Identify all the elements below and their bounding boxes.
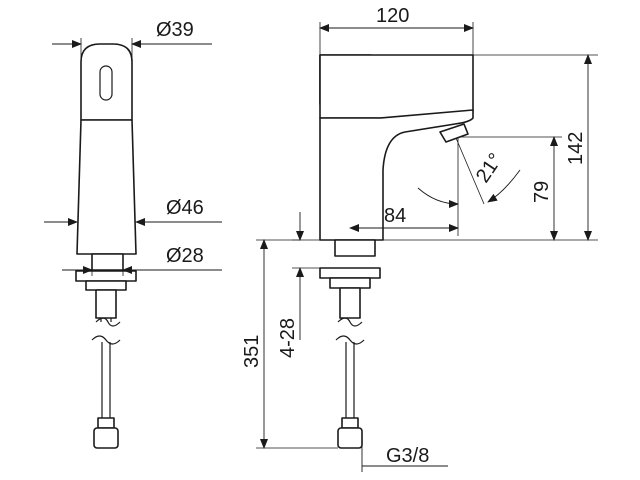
front-washer [85, 280, 127, 291]
side-washer [329, 277, 371, 289]
label-connector: G3/8 [386, 445, 429, 467]
label-body-diameter: Ø46 [166, 197, 204, 219]
front-view [75, 43, 137, 449]
front-dimensions: Ø39 Ø46 Ø28 [44, 19, 222, 276]
front-hose-lower [101, 342, 111, 420]
front-nut [75, 270, 137, 282]
front-lever-slot [99, 65, 113, 101]
side-connector [337, 427, 363, 449]
side-connector-collar [341, 417, 359, 429]
side-view [319, 54, 474, 449]
side-base-plate [334, 239, 376, 257]
label-total-length: 351 [241, 335, 263, 368]
side-spout [319, 109, 474, 241]
label-top-diameter: Ø39 [156, 19, 194, 41]
front-body [76, 119, 137, 255]
front-thread [95, 289, 117, 319]
side-upper-body [319, 54, 474, 119]
label-angle: 21° [472, 149, 507, 186]
front-connector [93, 427, 119, 449]
label-thickness-range: 4-28 [277, 318, 299, 358]
side-nut [319, 267, 381, 279]
label-width: 120 [376, 5, 409, 27]
label-spout-height: 79 [531, 181, 553, 203]
side-hose-lower [345, 342, 355, 420]
front-lever [80, 43, 133, 121]
front-base-plate [91, 253, 124, 271]
side-hose-break [335, 317, 365, 345]
side-aerator [439, 123, 469, 143]
label-total-height: 142 [565, 132, 587, 165]
side-thread [339, 287, 361, 319]
dim-arc-angle [417, 187, 459, 208]
label-spout-reach: 84 [384, 205, 406, 227]
label-base-diameter: Ø28 [166, 245, 204, 267]
front-connector-collar [97, 417, 115, 429]
front-hose-break [91, 317, 121, 345]
